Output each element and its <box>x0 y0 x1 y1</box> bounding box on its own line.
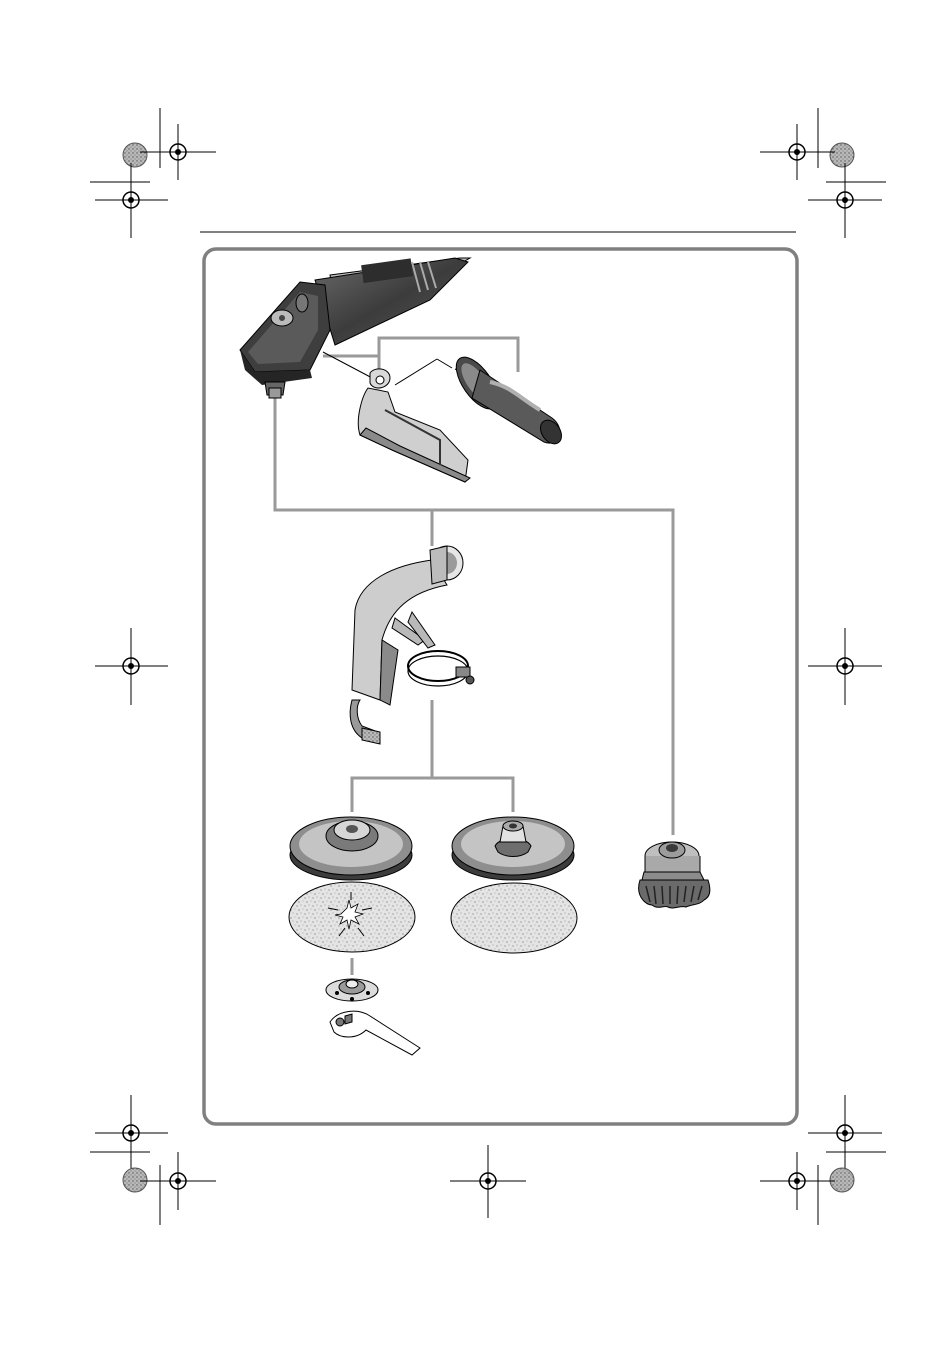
registration-target-icon <box>760 1095 886 1225</box>
registration-target-icon <box>90 1095 216 1225</box>
clamping-nut-icon <box>326 979 378 1001</box>
extraction-hood-icon <box>350 546 474 744</box>
registration-target-icon <box>95 628 168 705</box>
registration-target-icon <box>90 108 216 238</box>
backing-pad-icon <box>452 817 574 880</box>
hand-guard-icon <box>358 369 470 482</box>
sanding-sheet-icon <box>289 882 415 952</box>
registration-marks <box>90 108 886 1225</box>
backing-pad-icon <box>290 817 412 880</box>
spanner-icon <box>330 1011 420 1055</box>
registration-target-icon <box>808 628 882 705</box>
registration-target-icon <box>760 108 886 238</box>
grinder-icon <box>240 258 470 398</box>
sanding-sheet-icon <box>451 883 577 953</box>
cup-brush-icon <box>639 842 710 908</box>
registration-target-icon <box>450 1145 526 1218</box>
auxiliary-handle-icon <box>448 350 566 447</box>
